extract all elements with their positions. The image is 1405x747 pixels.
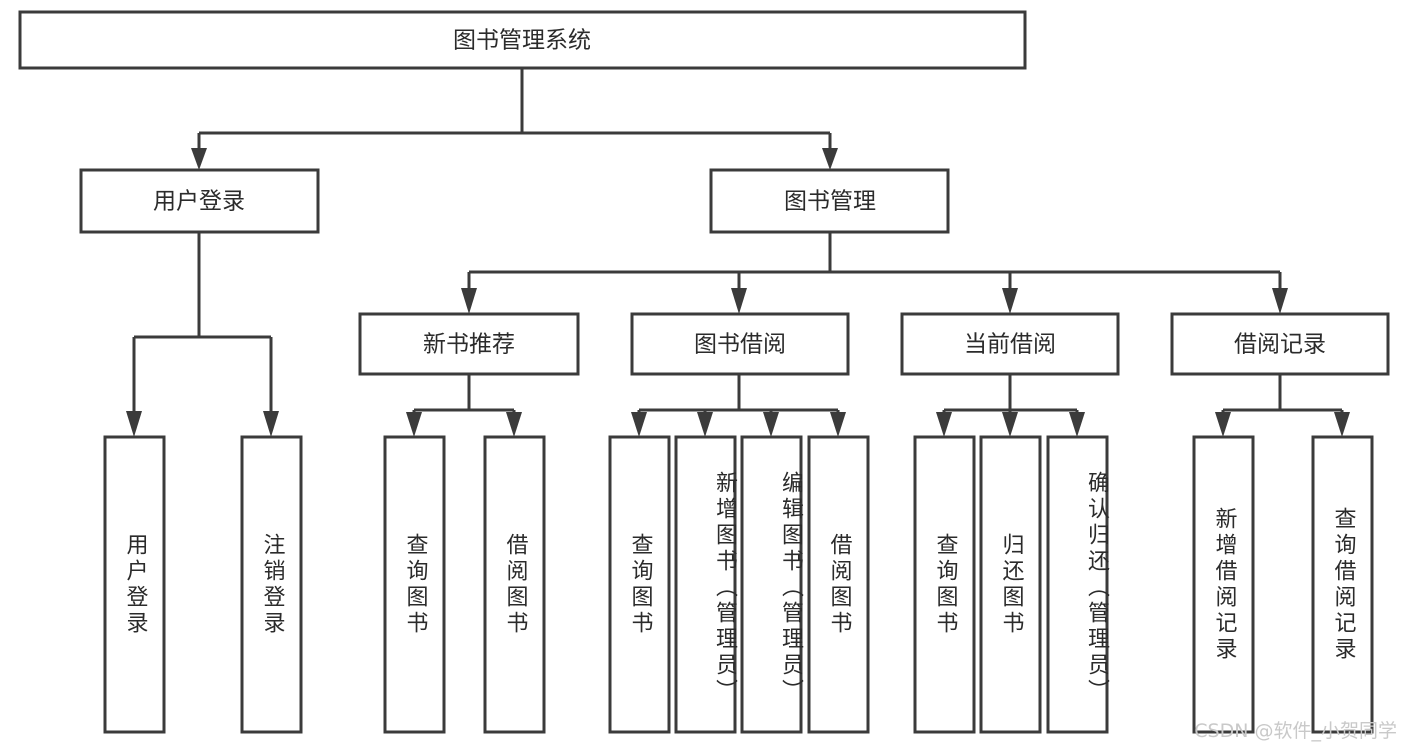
arrow-newbook-leaf2	[506, 412, 522, 437]
arrow-borrowrecord-leaf1	[1215, 412, 1231, 437]
node-current-borrow-box[interactable]	[900, 312, 1120, 376]
arrow-to-new-book	[461, 288, 477, 314]
node-user-login-label: 用户登录	[153, 189, 245, 215]
node-book-borrow-label: 图书借阅	[694, 332, 786, 358]
leaf-current-borrow-1-box[interactable]	[913, 435, 976, 734]
arrow-to-borrow-record	[1272, 288, 1288, 314]
node-group: 图书管理系统 用户登录 图书管理 新书推荐 图书借阅 当前借阅 借阅记录	[18, 10, 1390, 734]
node-root-label: 图书管理系统	[453, 28, 591, 54]
node-new-book-label: 新书推荐	[423, 332, 515, 358]
leaf-borrow-record-2-box[interactable]	[1311, 435, 1374, 734]
arrow-userlogin-leaf1	[126, 411, 142, 437]
arrow-bookborrow-leaf1	[631, 412, 647, 437]
arrow-bookborrow-leaf4	[830, 412, 846, 437]
arrow-currentborrow-leaf1	[936, 412, 952, 437]
node-new-book-box[interactable]	[358, 312, 580, 376]
arrow-currentborrow-leaf3	[1069, 412, 1085, 437]
node-borrow-record-box[interactable]	[1170, 312, 1390, 376]
leaf-book-borrow-4-box[interactable]	[807, 435, 870, 734]
leaf-book-borrow-1-box[interactable]	[608, 435, 671, 734]
leaf-book-borrow-3-box[interactable]	[740, 435, 803, 734]
arrow-borrowrecord-leaf2	[1334, 412, 1350, 437]
connector-group	[126, 68, 1350, 437]
leaf-book-borrow-2-box[interactable]	[674, 435, 737, 734]
arrow-root-to-book-mgmt	[822, 148, 838, 170]
leaf-current-borrow-2-box[interactable]	[979, 435, 1042, 734]
leaf-user-login-2-box[interactable]	[240, 435, 303, 734]
node-book-borrow-box[interactable]	[630, 312, 850, 376]
arrow-currentborrow-leaf2	[1002, 412, 1018, 437]
node-book-mgmt-box[interactable]	[709, 168, 950, 234]
csdn-watermark: CSDN @软件_小贺同学	[1194, 720, 1397, 742]
node-book-mgmt-label: 图书管理	[784, 189, 876, 215]
arrow-bookborrow-leaf3	[763, 412, 779, 437]
node-root-box[interactable]	[18, 10, 1027, 70]
node-user-login-box[interactable]	[79, 168, 320, 234]
node-current-borrow-label: 当前借阅	[964, 332, 1056, 358]
leaf-new-book-2-box[interactable]	[483, 435, 546, 734]
arrow-to-current-borrow	[1002, 288, 1018, 314]
leaf-new-book-1-box[interactable]	[383, 435, 446, 734]
leaf-user-login-1-box[interactable]	[103, 435, 166, 734]
leaf-borrow-record-1-box[interactable]	[1192, 435, 1255, 734]
leaf-current-borrow-3-box[interactable]	[1046, 435, 1109, 734]
node-borrow-record-label: 借阅记录	[1234, 332, 1326, 358]
arrow-to-book-borrow	[731, 288, 747, 314]
arrow-root-to-user-login	[191, 148, 207, 170]
arrow-bookborrow-leaf2	[697, 412, 713, 437]
arrow-userlogin-leaf2	[263, 411, 279, 437]
arrow-newbook-leaf1	[406, 412, 422, 437]
